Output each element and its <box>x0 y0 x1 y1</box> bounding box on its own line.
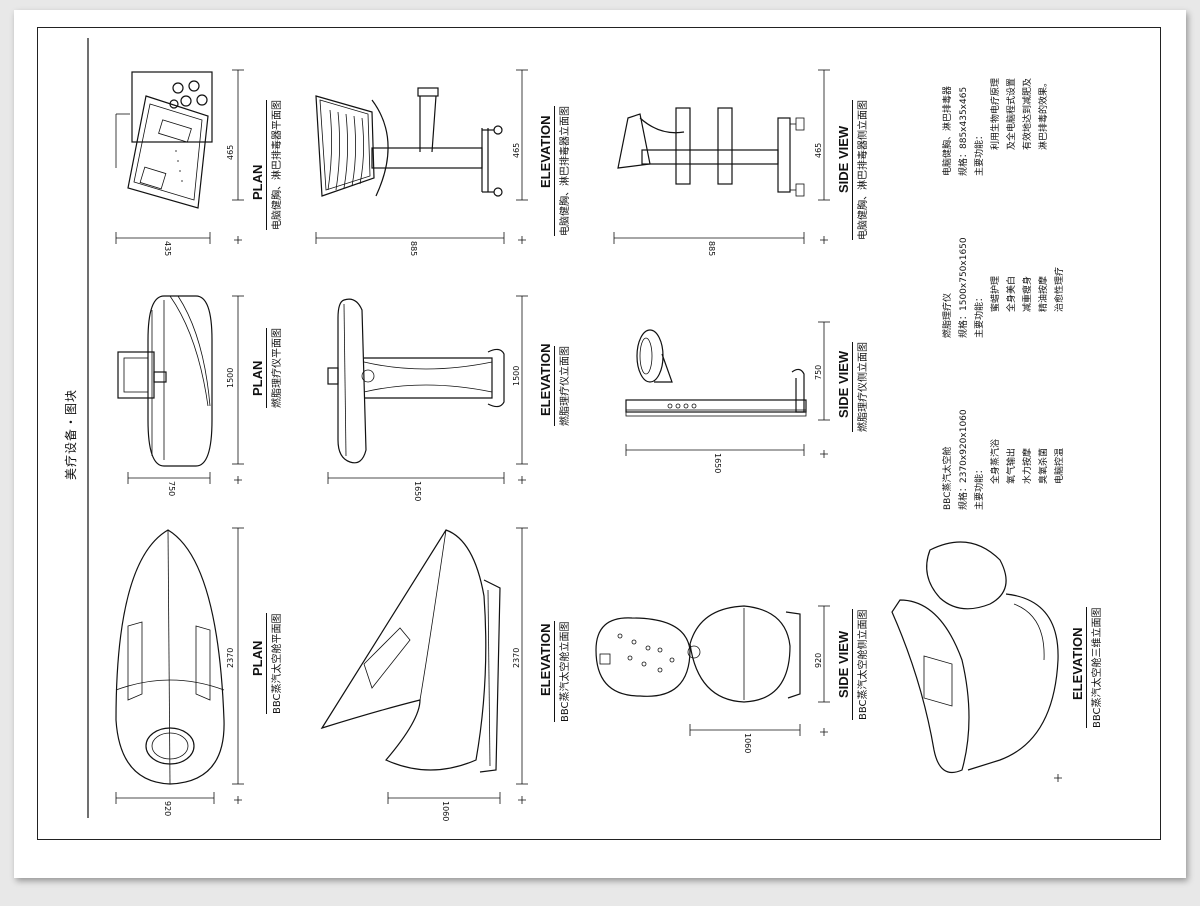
spec-fat-item: 全身美白 <box>1007 275 1017 312</box>
dim-lymph-elev-h: 465 <box>512 142 521 158</box>
dim-lymph-elev-w: 885 <box>409 241 418 257</box>
bbc-plan-heading: PLAN <box>250 640 265 676</box>
dim-bbc-plan-h: 2370 <box>226 647 235 668</box>
fat-elevation-heading: ELEVATION <box>538 343 553 416</box>
bbc-plan-drawing <box>115 529 225 785</box>
spec-lymph-func: 主要功能： <box>975 130 985 176</box>
dim-fat-side-h: 750 <box>814 364 823 380</box>
spec-bbc: BBC蒸汽太空舱 规格：2370x920x1060 主要功能： 全身蒸汽浴 氧气… <box>940 409 1068 510</box>
dim-bbc-plan-w: 920 <box>163 801 172 817</box>
spec-bbc-item: 水力按摩 <box>1023 447 1033 484</box>
bbc-plan-subtitle: BBC蒸汽太空舱平面图 <box>266 613 283 714</box>
bbc-3d-subtitle: BBC蒸汽太空舱三维立面图 <box>1086 607 1103 728</box>
lymph-side-heading: SIDE VIEW <box>836 125 851 193</box>
spec-fat-name: 燃脂理疗仪 <box>943 292 953 338</box>
drawing-sheet <box>14 10 1186 878</box>
spec-fat-item: 精油按摩 <box>1039 275 1049 312</box>
lymph-plan-drawing <box>115 71 213 209</box>
spec-fat-item: 治愈性理疗 <box>1055 266 1065 312</box>
fat-side-subtitle: 燃脂理疗仪侧立面图 <box>852 342 869 432</box>
dim-lymph-plan-w: 435 <box>163 241 172 257</box>
spec-bbc-item: 臭氧杀菌 <box>1039 447 1049 484</box>
lymph-elevation-heading: ELEVATION <box>538 115 553 188</box>
dim-bbc-side-w: 1060 <box>743 733 752 754</box>
dim-fat-plan-h: 1500 <box>226 367 235 388</box>
dimension-lines <box>115 69 830 804</box>
spec-fat-item: 蜜蜡护理 <box>991 275 1001 312</box>
dim-lymph-plan-h: 465 <box>226 144 235 160</box>
fat-elevation-subtitle: 燃脂理疗仪立面图 <box>554 346 571 426</box>
bbc-side-drawing <box>595 605 801 703</box>
dim-bbc-elev-w: 1060 <box>441 801 450 822</box>
lymph-side-subtitle: 电脑健胸、淋巴排毒器侧立面图 <box>852 100 869 240</box>
spec-lymph-item: 利用生物电疗原理 <box>991 77 1001 150</box>
bbc-3d-drawing <box>891 541 1059 774</box>
bbc-3d-heading: ELEVATION <box>1070 627 1085 700</box>
spec-fat: 燃脂理疗仪 规格：1500x750x1650 主要功能： 蜜蜡护理 全身美白 减… <box>940 237 1068 338</box>
spec-bbc-item: 全身蒸汽浴 <box>991 438 1001 484</box>
dim-lymph-side-w: 885 <box>707 241 716 257</box>
dim-bbc-elev-h: 2370 <box>512 647 521 668</box>
dim-fat-elev-h: 1500 <box>512 365 521 386</box>
spec-bbc-name: BBC蒸汽太空舱 <box>943 446 953 510</box>
bbc-side-subtitle: BBC蒸汽太空舱侧立面图 <box>852 609 869 720</box>
dim-fat-plan-w: 750 <box>167 481 176 497</box>
lymph-plan-heading: PLAN <box>250 164 265 200</box>
registration-marks <box>234 236 1062 804</box>
spec-lymph-item: 有效地达到减肥及 <box>1023 77 1033 150</box>
bbc-elevation-drawing <box>320 529 501 773</box>
lymph-elevation-subtitle: 电脑健胸、淋巴排毒器立面图 <box>554 106 571 236</box>
dim-fat-side-w: 1650 <box>713 453 722 474</box>
drawing-frame <box>37 27 1161 840</box>
spec-lymph: 电脑健胸、淋巴排毒器 规格：885x435x465 主要功能： 利用生物电疗原理… <box>940 78 1052 176</box>
spec-bbc-item: 电脑控温 <box>1055 447 1065 484</box>
spec-bbc-size: 规格：2370x920x1060 <box>959 409 969 510</box>
spec-fat-func: 主要功能： <box>975 292 985 338</box>
lymph-plan-subtitle: 电脑健胸、淋巴排毒器平面图 <box>266 100 283 230</box>
fat-plan-drawing <box>117 295 213 467</box>
spec-lymph-name: 电脑健胸、淋巴排毒器 <box>943 85 953 176</box>
fat-side-drawing <box>625 329 807 417</box>
lymph-elevation-drawing <box>315 87 503 197</box>
lymph-side-drawing <box>617 107 805 197</box>
spec-fat-item: 减重瘦身 <box>1023 275 1033 312</box>
dim-lymph-side-h: 465 <box>814 142 823 158</box>
spec-bbc-func: 主要功能： <box>975 464 985 510</box>
bbc-elevation-subtitle: BBC蒸汽太空舱立面图 <box>554 621 571 722</box>
spec-fat-size: 规格：1500x750x1650 <box>959 237 969 338</box>
spec-lymph-item: 及全电脑程式设置 <box>1007 77 1017 150</box>
sheet-title: 美疗设备・图块 <box>64 388 78 480</box>
spec-lymph-size: 规格：885x435x465 <box>959 86 969 176</box>
fat-elevation-drawing <box>327 298 505 464</box>
spec-bbc-item: 氧气输出 <box>1007 447 1017 484</box>
bbc-side-heading: SIDE VIEW <box>836 630 851 698</box>
spec-lymph-item: 淋巴排毒的效果。 <box>1039 77 1049 150</box>
fat-plan-subtitle: 燃脂理疗仪平面图 <box>266 328 283 408</box>
fat-side-heading: SIDE VIEW <box>836 350 851 418</box>
dim-bbc-side-h: 920 <box>814 652 823 668</box>
fat-plan-heading: PLAN <box>250 360 265 396</box>
dim-fat-elev-w: 1650 <box>413 481 422 502</box>
bbc-elevation-heading: ELEVATION <box>538 623 553 696</box>
